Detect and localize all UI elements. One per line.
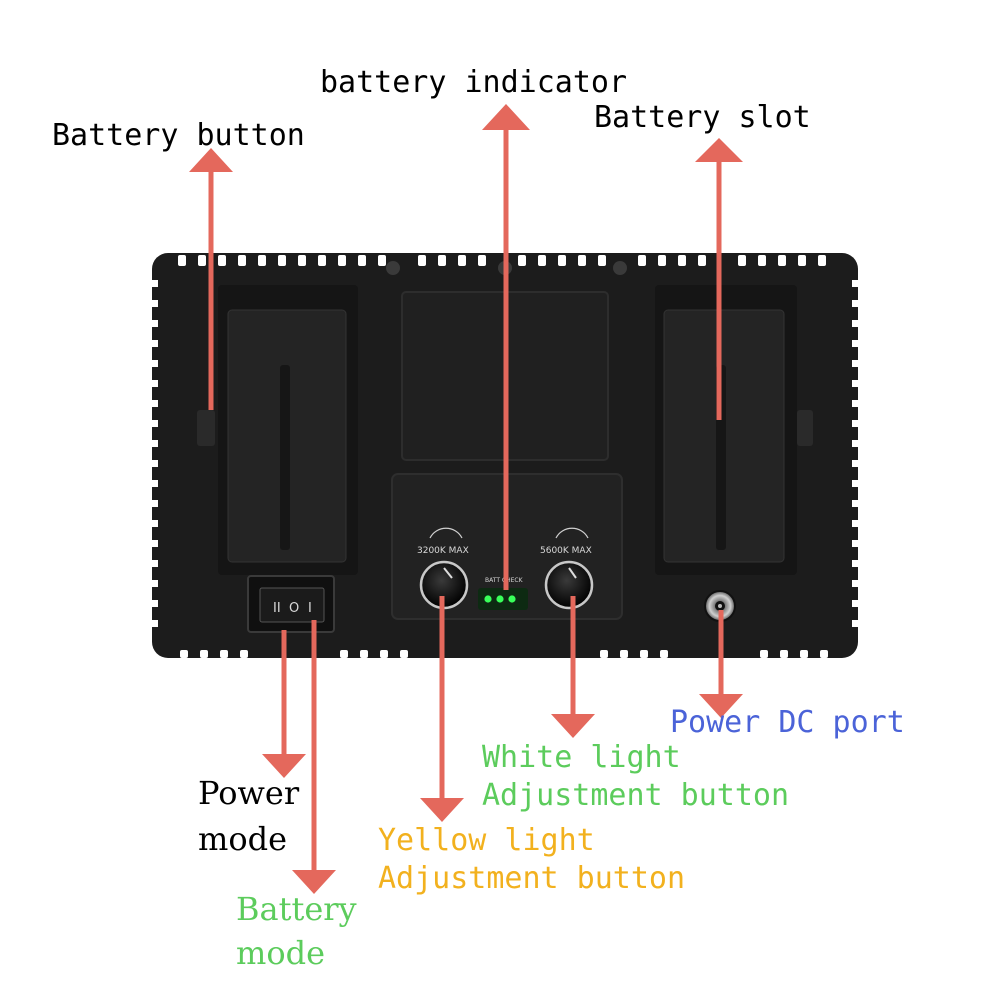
arrow-battery-indicator bbox=[482, 104, 530, 590]
label-yellow-light: Yellow light Adjustment button bbox=[378, 822, 685, 898]
switch-right-symbol: I bbox=[308, 601, 312, 616]
label-yellow-light-line1: Yellow light bbox=[378, 823, 595, 858]
power-switch[interactable]: II O I bbox=[247, 575, 335, 633]
label-yellow-light-line2: Adjustment button bbox=[378, 861, 686, 896]
label-power-dc-port: Power DC port bbox=[670, 705, 905, 740]
label-power-mode-line2: mode bbox=[198, 820, 288, 858]
led-2 bbox=[496, 595, 504, 603]
switch-mid-symbol: O bbox=[289, 601, 299, 616]
arrow-battery-mode bbox=[292, 620, 336, 894]
label-power-mode: Power mode bbox=[198, 770, 299, 862]
label-power-mode-line1: Power bbox=[198, 774, 300, 812]
label-white-light-line1: White light bbox=[482, 740, 681, 775]
label-white-light: White light Adjustment button bbox=[482, 739, 789, 815]
led-1 bbox=[484, 595, 492, 603]
label-battery-button: Battery button bbox=[52, 118, 305, 153]
left-battery-slot bbox=[197, 285, 358, 575]
label-battery-mode-line2: mode bbox=[236, 934, 326, 972]
label-battery-mode: Battery mode bbox=[236, 887, 357, 975]
arrow-battery-button bbox=[189, 148, 233, 410]
label-battery-indicator: battery indicator bbox=[320, 65, 628, 100]
white-light-knob[interactable] bbox=[544, 560, 594, 610]
arrow-dc-port bbox=[699, 610, 743, 718]
knob-right-label: 5600K MAX bbox=[540, 546, 592, 556]
label-battery-slot: Battery slot bbox=[594, 100, 811, 135]
arrow-yellow-light bbox=[420, 596, 464, 822]
led-3 bbox=[508, 595, 516, 603]
knob-left-label: 3200K MAX bbox=[417, 546, 469, 556]
arrow-white-light bbox=[551, 596, 595, 738]
arrow-power-mode bbox=[262, 630, 306, 778]
arrow-battery-slot bbox=[695, 138, 743, 420]
label-white-light-line2: Adjustment button bbox=[482, 778, 790, 813]
label-battery-mode-line1: Battery bbox=[236, 890, 357, 928]
battery-indicator-leds bbox=[478, 588, 528, 610]
right-battery-slot bbox=[655, 285, 813, 575]
switch-left-symbol: II bbox=[273, 601, 281, 616]
